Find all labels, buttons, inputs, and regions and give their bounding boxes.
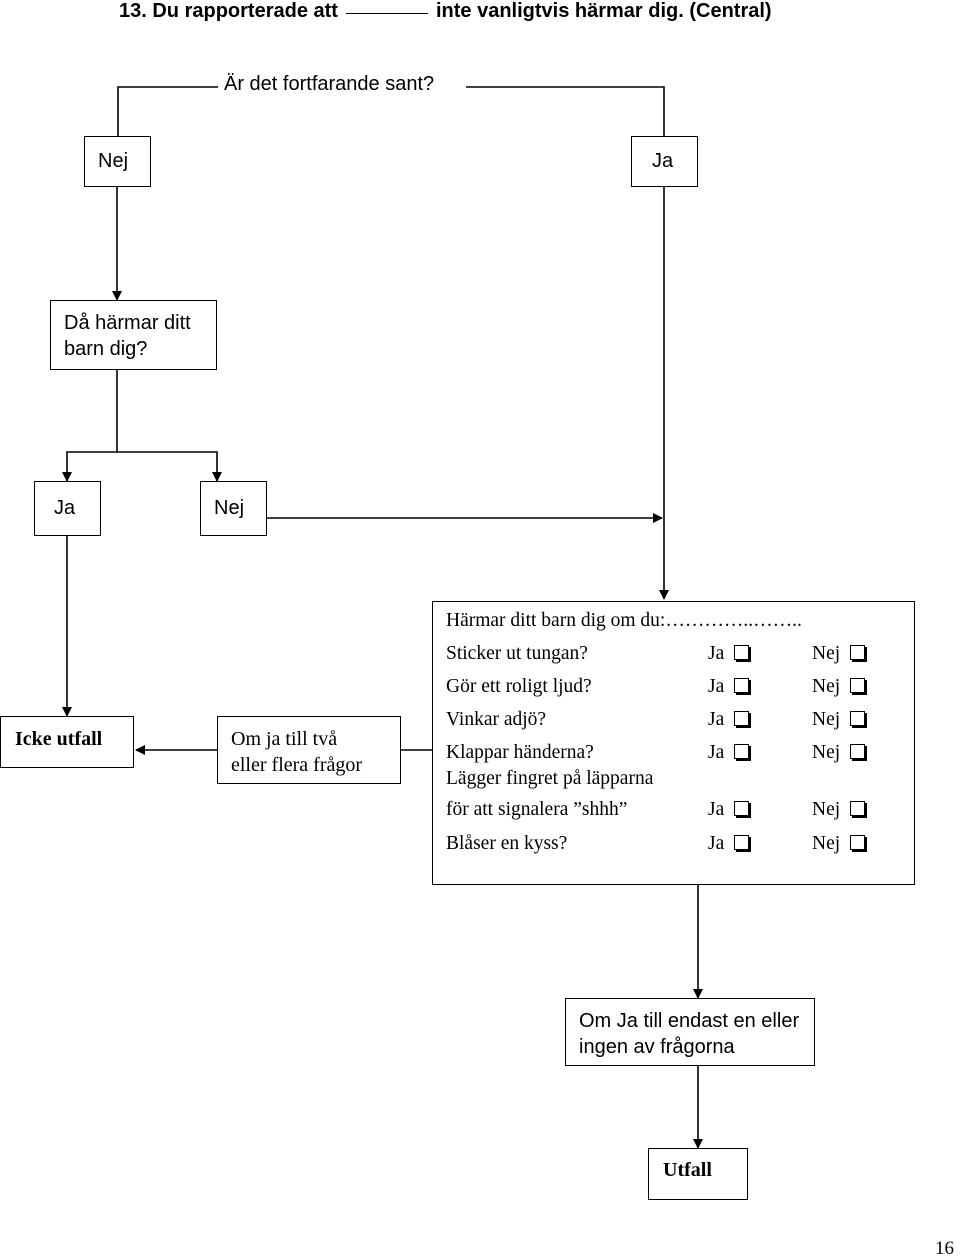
- title-prefix: 13. Du rapporterade att: [119, 0, 338, 22]
- top-no-box: Nej: [84, 136, 151, 187]
- one-or-none-line-1: Om Ja till endast en eller: [579, 1010, 800, 1032]
- page-title: 13. Du rapporterade att inte vanligtvis h…: [119, 0, 772, 23]
- imitate-question-box: Då härmar ditt barn dig?: [50, 300, 217, 370]
- outcome-label: Utfall: [663, 1159, 712, 1181]
- connector-question-left: [117, 86, 218, 136]
- checkbox-no-wave[interactable]: [850, 711, 866, 726]
- page-number: 16: [935, 1238, 954, 1259]
- title-blank: [345, 13, 428, 14]
- question-shhh-line-2: för att signalera ”shhh”: [446, 799, 628, 820]
- question-shhh-line-1: Lägger fingret på läpparna: [446, 768, 654, 789]
- connector-question-right: [466, 86, 665, 136]
- question-tongue: Sticker ut tungan?: [446, 643, 588, 664]
- checkbox-yes-funny-sound[interactable]: [734, 678, 750, 693]
- checkbox-yes-kiss[interactable]: [734, 835, 750, 850]
- question-still-true: Är det fortfarande sant?: [224, 73, 435, 95]
- checkbox-no-shhh[interactable]: [850, 801, 866, 816]
- no-label: Nej: [812, 643, 841, 664]
- answer-yes-shhh[interactable]: Ja: [708, 798, 750, 822]
- checklist-header: Härmar ditt barn dig om du:…………..……..: [446, 610, 802, 631]
- no-outcome-box: Icke utfall: [0, 716, 134, 768]
- imitate-question-line-2: barn dig?: [64, 338, 148, 360]
- answer-yes-wave[interactable]: Ja: [708, 708, 750, 732]
- title-suffix: inte vanligtvis härmar dig. (Central): [435, 0, 772, 22]
- checkbox-yes-tongue[interactable]: [734, 645, 750, 660]
- yes-label: Ja: [708, 676, 725, 697]
- no-label: Nej: [812, 799, 841, 820]
- checkbox-yes-wave[interactable]: [734, 711, 750, 726]
- top-yes-label: Ja: [652, 150, 674, 172]
- two-or-more-line-1: Om ja till två: [231, 728, 338, 750]
- checkbox-no-clap[interactable]: [850, 744, 866, 759]
- checkbox-no-kiss[interactable]: [850, 835, 866, 850]
- question-kiss: Blåser en kyss?: [446, 833, 568, 854]
- yes-label: Ja: [708, 833, 725, 854]
- checklist-box: [432, 601, 915, 885]
- no-label: Nej: [812, 709, 841, 730]
- connector-imitate-split: [62, 369, 118, 482]
- top-no-label: Nej: [98, 150, 129, 172]
- answer-yes-clap[interactable]: Ja: [708, 741, 750, 765]
- yes-label: Ja: [708, 742, 725, 763]
- no-label: Nej: [812, 833, 841, 854]
- yes-label: Ja: [708, 709, 725, 730]
- answer-yes-funny-sound[interactable]: Ja: [708, 675, 750, 699]
- two-or-more-box: Om ja till två eller flera frågor: [217, 716, 401, 784]
- answer-yes-kiss[interactable]: Ja: [708, 832, 750, 856]
- answer-no-funny-sound[interactable]: Nej: [812, 675, 866, 699]
- question-funny-sound: Gör ett roligt ljud?: [446, 676, 592, 697]
- connector-imitate-split-right: [117, 451, 222, 482]
- mid-no-label: Nej: [214, 497, 245, 519]
- mid-yes-label: Ja: [54, 497, 76, 519]
- one-or-none-box: Om Ja till endast en eller ingen av fråg…: [565, 998, 815, 1066]
- yes-label: Ja: [708, 799, 725, 820]
- answer-no-tongue[interactable]: Nej: [812, 642, 866, 666]
- no-label: Nej: [812, 676, 841, 697]
- question-wave: Vinkar adjö?: [446, 709, 547, 730]
- no-label: Nej: [812, 742, 841, 763]
- one-or-none-line-2: ingen av frågorna: [579, 1036, 735, 1058]
- answer-no-clap[interactable]: Nej: [812, 741, 866, 765]
- answer-yes-tongue[interactable]: Ja: [708, 642, 750, 666]
- checkbox-no-tongue[interactable]: [850, 645, 866, 660]
- answer-no-kiss[interactable]: Nej: [812, 832, 866, 856]
- mid-no-box: Nej: [200, 481, 267, 536]
- yes-label: Ja: [708, 643, 725, 664]
- outcome-box: Utfall: [648, 1148, 748, 1200]
- top-yes-box: Ja: [631, 136, 698, 187]
- checkbox-yes-clap[interactable]: [734, 744, 750, 759]
- checkbox-yes-shhh[interactable]: [734, 801, 750, 816]
- two-or-more-line-2: eller flera frågor: [231, 754, 363, 776]
- imitate-question-line-1: Då härmar ditt: [64, 312, 191, 334]
- no-outcome-label: Icke utfall: [15, 728, 103, 750]
- answer-no-wave[interactable]: Nej: [812, 708, 866, 732]
- checkbox-no-funny-sound[interactable]: [850, 678, 866, 693]
- answer-no-shhh[interactable]: Nej: [812, 798, 866, 822]
- question-clap: Klappar händerna?: [446, 742, 594, 763]
- mid-yes-box: Ja: [34, 481, 101, 536]
